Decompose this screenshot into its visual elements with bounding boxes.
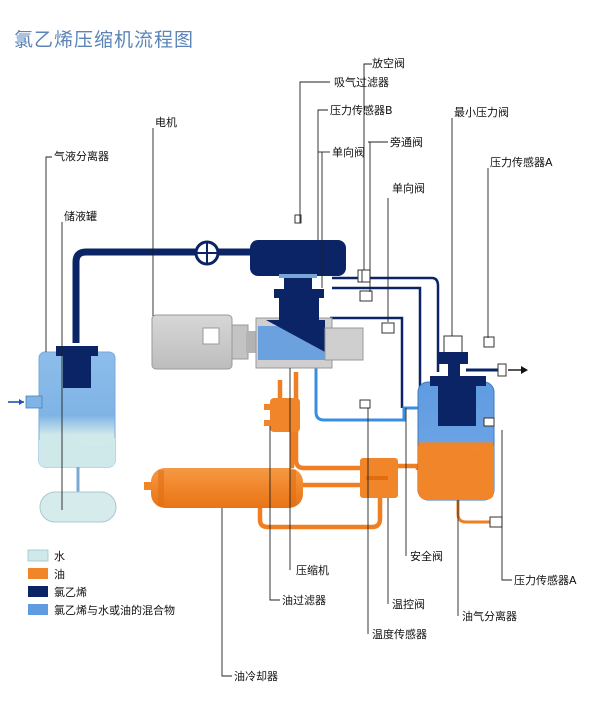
legend-swatch-water xyxy=(27,549,49,562)
compressor xyxy=(255,289,364,369)
oil-filter xyxy=(264,398,300,432)
label-pressure-sensor-a-bottom: 压力传感器A xyxy=(514,574,577,587)
discharge-arrow xyxy=(497,363,528,377)
label-receiver-tank: 储液罐 xyxy=(64,209,97,223)
label-intake-filter: 吸气过滤器 xyxy=(334,75,389,89)
recirc-line xyxy=(330,316,404,408)
label-oil-gas-separator: 油气分离器 xyxy=(462,609,517,623)
pressure-sensor-a-bottom-body xyxy=(489,516,503,528)
pressure-sensor-b-gauge xyxy=(294,214,302,224)
leader-pressure-sensor-a-bottom xyxy=(501,430,512,581)
label-temperature-sensor: 温度传感器 xyxy=(372,627,427,641)
gas-liquid-separator xyxy=(8,346,116,468)
label-pressure-sensor-b: 压力传感器B xyxy=(330,104,393,117)
diagram-title: 氯乙烯压缩机流程图 xyxy=(14,29,194,51)
temperature-sensor-body xyxy=(359,399,371,409)
leader-gas-liquid-separator xyxy=(45,156,52,352)
bypass-valve-body xyxy=(381,322,395,334)
legend-label-vinyl-chloride: 氯乙烯 xyxy=(54,585,87,599)
intake-filter xyxy=(250,240,346,290)
label-check-valve-mid: 单向阀 xyxy=(392,181,425,195)
suction-hand-valve xyxy=(194,240,220,266)
legend: 水 油 氯乙烯 氯乙烯与水或油的混合物 xyxy=(27,549,175,617)
label-check-valve-top: 单向阀 xyxy=(332,145,365,159)
leader-oil-filter xyxy=(269,426,280,601)
oil-line-6 xyxy=(456,500,490,524)
label-bypass-valve: 旁通阀 xyxy=(390,135,423,149)
oil-line-1 xyxy=(293,372,360,471)
leader-oil-cooler xyxy=(221,508,232,677)
vent-valve-body xyxy=(357,269,371,283)
label-oil-cooler: 油冷却器 xyxy=(234,669,278,683)
oil-cooler xyxy=(144,468,303,508)
label-compressor: 压缩机 xyxy=(296,563,329,577)
legend-label-water: 水 xyxy=(54,550,65,563)
mixture-pipe xyxy=(314,368,420,422)
leader-intake-filter xyxy=(299,81,330,223)
oil-line-2 xyxy=(398,463,421,470)
motor xyxy=(151,314,258,370)
suction-pipe xyxy=(72,248,262,343)
receiver-tank xyxy=(39,467,117,523)
leader-pressure-sensor-b xyxy=(317,109,328,240)
leader-vent-valve xyxy=(363,63,372,270)
oil-line-5 xyxy=(257,496,383,530)
thermostatic-valve xyxy=(360,458,398,498)
label-safety-valve: 安全阀 xyxy=(410,549,443,563)
label-motor: 电机 xyxy=(155,115,177,129)
legend-label-oil: 油 xyxy=(54,567,65,581)
label-gas-liquid-separator: 气液分离器 xyxy=(54,149,109,163)
label-oil-filter: 油过滤器 xyxy=(282,593,326,607)
label-vent-valve: 放空阀 xyxy=(372,56,405,70)
vent-line xyxy=(332,276,440,372)
legend-swatch-vinyl-chloride xyxy=(28,586,48,597)
legend-label-mixture: 氯乙烯与水或油的混合物 xyxy=(54,603,175,617)
bypass-line xyxy=(332,286,422,408)
legend-swatch-oil xyxy=(28,568,48,579)
check-valve-body xyxy=(359,290,373,302)
label-min-pressure-valve: 最小压力阀 xyxy=(454,105,509,119)
label-thermostatic-valve: 温控阀 xyxy=(392,597,425,611)
oil-gas-separator xyxy=(417,335,495,501)
label-pressure-sensor-a-top: 压力传感器A xyxy=(490,156,553,169)
legend-swatch-mixture xyxy=(28,604,48,615)
